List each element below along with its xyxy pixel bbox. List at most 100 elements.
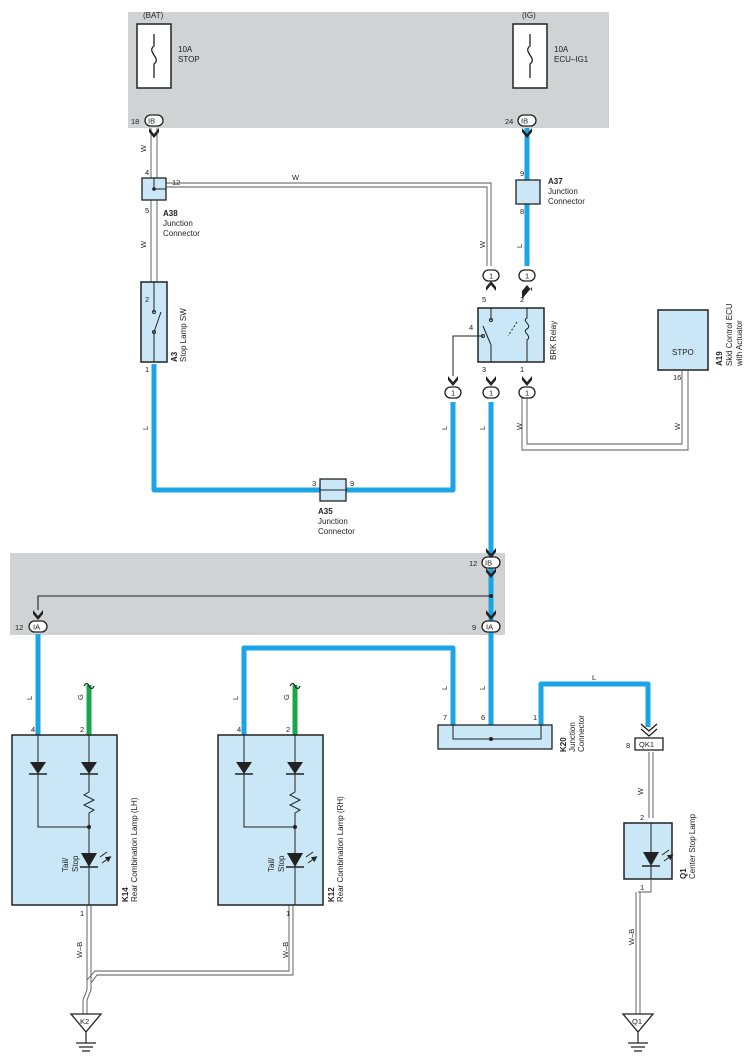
pin-number: 9: [520, 169, 524, 178]
wire-continuation-mark: [83, 682, 95, 690]
plug-arrow-icon: [486, 548, 496, 558]
pin-number: 2: [145, 295, 149, 304]
plug-arrow-icon: [486, 568, 496, 578]
connector-ib-18: IB: [144, 114, 164, 127]
pin-number: 4: [237, 725, 241, 734]
pin-number: 16: [673, 373, 681, 382]
wire-color-label: L: [231, 696, 240, 700]
k14-name: Rear Combination Lamp (LH): [130, 797, 139, 902]
k20-junction-connector: [437, 724, 553, 750]
pin-number: 12: [15, 623, 23, 632]
wire-color-label: L: [515, 244, 524, 248]
wire-color-label: W: [139, 144, 148, 152]
pin-number: 7: [443, 713, 447, 722]
a35-name: Junction: [318, 517, 348, 526]
wire-color-label: L: [592, 673, 596, 682]
wire-color-label: W: [292, 173, 300, 182]
a35-name2: Connector: [318, 527, 355, 536]
wire-color-label: W: [515, 422, 524, 430]
k12-lamp-label2: Stop: [277, 855, 286, 872]
pin-number: 24: [505, 117, 513, 126]
a37-name2: Connector: [548, 197, 585, 206]
inline-connector-1-a: 1: [444, 376, 462, 399]
wire-color-label: L: [478, 686, 487, 690]
pin-number: 5: [145, 206, 149, 215]
q1-code: Q1: [679, 868, 688, 879]
wire-color-label: W: [636, 787, 645, 795]
k12-code: K12: [327, 887, 336, 902]
bat-label: (BAT): [143, 11, 164, 20]
pin-number: 1: [640, 883, 644, 892]
svg-text:IA: IA: [486, 623, 493, 632]
inline-connector-1-b: 1: [482, 376, 500, 399]
a37-name: Junction: [548, 187, 578, 196]
k20-name: Junction: [568, 722, 577, 752]
svg-text:K2: K2: [80, 1017, 89, 1026]
a19-name2: with Actuator: [735, 320, 744, 367]
pin-number: 8: [520, 207, 524, 216]
k14-rear-combination-lamp-lh: [11, 734, 118, 906]
pin-number: 1: [520, 365, 524, 374]
connector-ib-12: IB: [481, 556, 501, 569]
a35-junction-connector: [319, 478, 347, 502]
brk-relay: [477, 307, 545, 363]
wire-color-label: L: [25, 696, 34, 700]
ia-bus-line: [37, 595, 491, 610]
wire-color-label: L: [141, 426, 150, 430]
a35-code: A35: [318, 507, 333, 516]
wire-color-label: G: [282, 694, 291, 700]
a3-label: A3: [170, 351, 179, 362]
wire-color-label: L: [478, 426, 487, 430]
a3-name: Stop Lamp SW: [179, 308, 188, 362]
relay-name: BRK Relay: [549, 321, 558, 360]
wire-color-label: L: [440, 686, 449, 690]
k20-code: K20: [559, 737, 568, 752]
fuse-ecu-amp: 10A: [554, 45, 569, 54]
a38-code: A38: [163, 209, 178, 218]
wire-color-label: W: [478, 240, 487, 248]
svg-text:1: 1: [451, 389, 455, 398]
connector-ib-24: IB: [517, 114, 537, 127]
wire-color-label: G: [76, 694, 85, 700]
wire-color-label: W: [673, 422, 682, 430]
wire-continuation-mark: [289, 682, 301, 690]
pin-number: 4: [31, 725, 35, 734]
plug-arrow-icon: [33, 610, 43, 620]
svg-text:IB: IB: [148, 117, 155, 126]
pin-number: 2: [80, 725, 84, 734]
ground-q1: Q1: [621, 1013, 655, 1052]
fuse-stop-amp: 10A: [178, 45, 193, 54]
k14-code: K14: [121, 887, 130, 902]
pin-number: 6: [481, 713, 485, 722]
connector-ia-9: IA: [481, 620, 501, 633]
svg-text:IB: IB: [485, 559, 492, 568]
a19-code: A19: [715, 351, 724, 366]
pin-number: 4: [469, 323, 473, 332]
k12-rear-combination-lamp-rh: [217, 734, 324, 906]
pin-number: 2: [286, 725, 290, 734]
pin-number: 12: [172, 178, 180, 187]
fuse-stop: [136, 23, 172, 89]
a19-name: Skid Control ECU: [725, 303, 734, 366]
a37-junction-connector: [515, 179, 541, 205]
pin-number: 1: [286, 909, 290, 918]
q1-name: Center Stop Lamp: [688, 814, 697, 879]
pin-number: 1: [533, 713, 537, 722]
blue-wires: [35, 128, 651, 735]
ground-k2: K2: [69, 1013, 103, 1052]
fuse-ecu-name: ECU–IG1: [554, 55, 589, 64]
pin-number: 2: [640, 813, 644, 822]
relay-pin4-wire: [452, 335, 483, 376]
pin-number: 3: [312, 479, 316, 488]
ig-label: (IG): [522, 11, 536, 20]
inline-connector-1-c: 1: [518, 376, 536, 399]
green-wires: [86, 685, 298, 735]
k20-name2: Connector: [577, 715, 586, 752]
a3-stop-lamp-switch: [140, 281, 168, 363]
pin-number: 1: [145, 365, 149, 374]
a19-skid-control-ecu: [657, 309, 709, 371]
plug-arrow-icon: [522, 128, 532, 138]
a37-code: A37: [548, 177, 563, 186]
svg-text:QK1: QK1: [639, 740, 654, 749]
